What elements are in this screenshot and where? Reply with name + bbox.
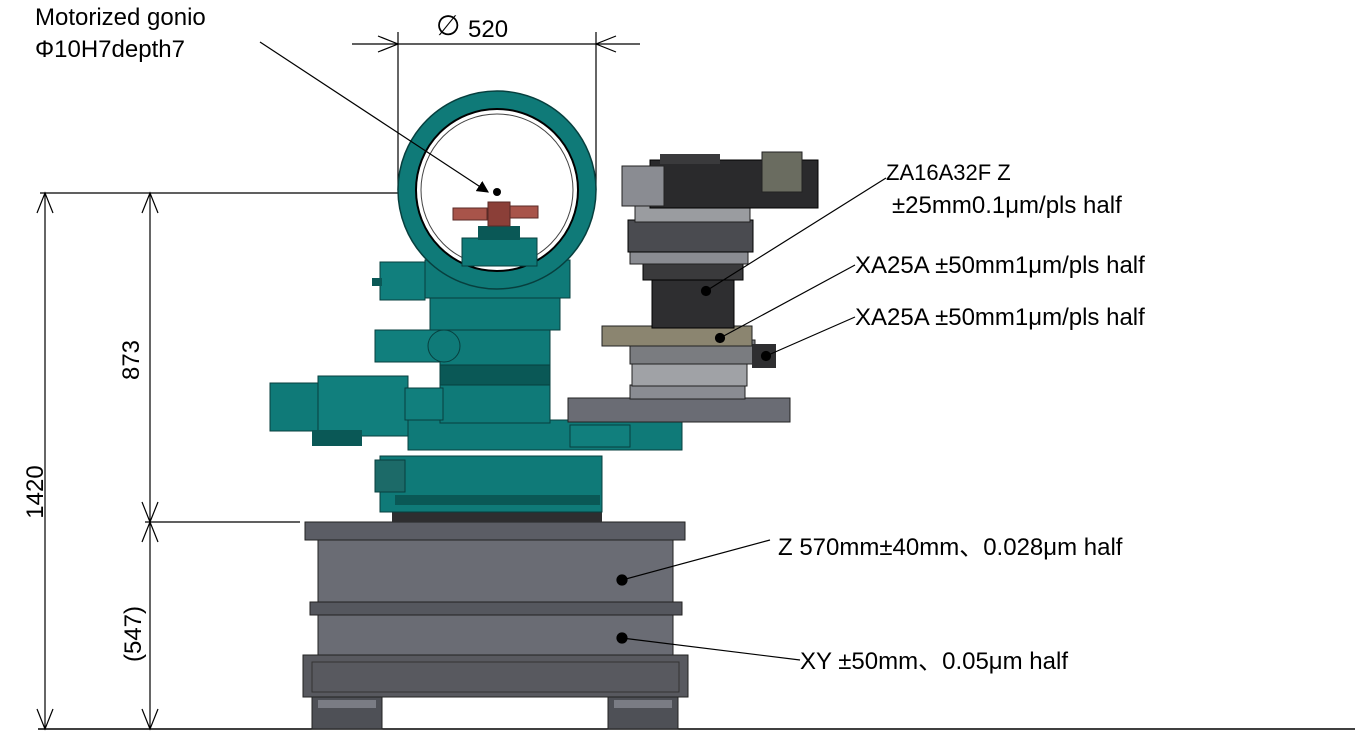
leader-lines	[259, 41, 887, 661]
callout-xa25-bottom: XA25A ±50mm1μm/pls half	[855, 304, 1145, 331]
right-stage-stack	[567, 151, 819, 423]
callout-gonio-line1: Motorized gonio	[35, 4, 206, 31]
dim-lower-height: (547)	[120, 605, 147, 663]
callout-za16-line2: ±25mm0.1μm/pls half	[892, 192, 1122, 219]
base-stage	[302, 521, 689, 730]
diameter-value: 520	[468, 16, 509, 43]
diameter-symbol: ∅	[436, 10, 461, 41]
dimension-lines	[36, 32, 640, 731]
callout-za16-line1: ZA16A32F Z	[886, 160, 1011, 185]
callout-xy-stage: XY ±50mm、0.05μm half	[800, 648, 1068, 675]
gonio-column	[269, 90, 683, 522]
callout-gonio-line2: Φ10H7depth7	[35, 36, 185, 63]
dim-upper-height: 873	[118, 339, 145, 381]
callout-xa25-top: XA25A ±50mm1μm/pls half	[855, 252, 1145, 279]
dim-total-height: 1420	[22, 465, 49, 519]
callout-z-stage: Z 570mm±40mm、0.028μm half	[778, 534, 1123, 561]
